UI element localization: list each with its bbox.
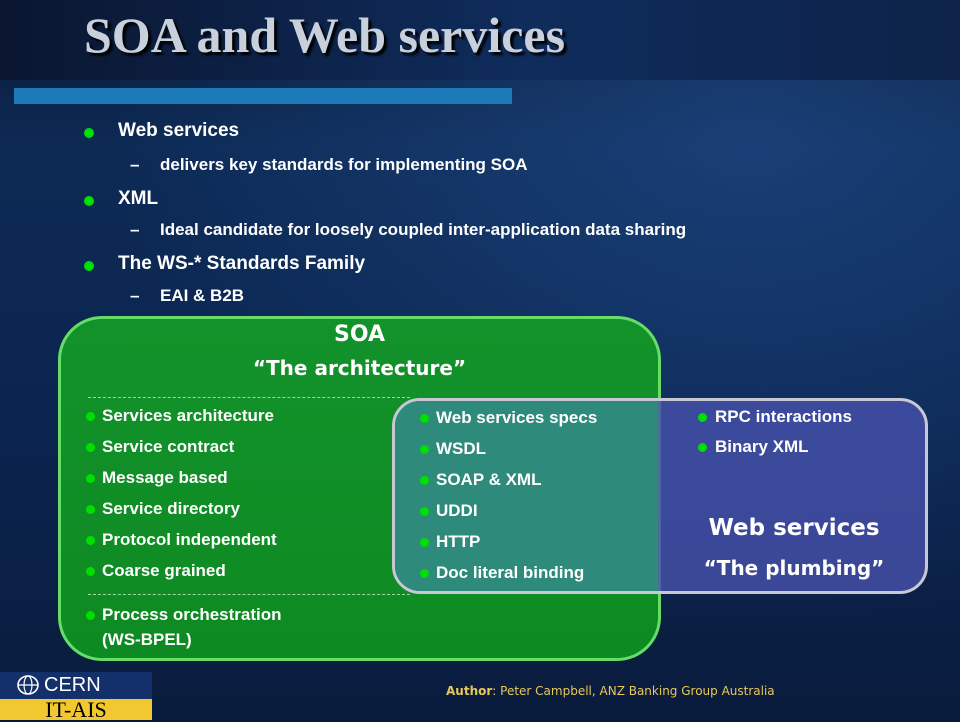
sub-bullet-item: delivers key standards for implementing … [160, 155, 528, 174]
overlap-item: WSDL [436, 439, 487, 458]
author-label: Author [446, 684, 493, 698]
bullet-dot [698, 443, 707, 452]
cern-logo-text: CERN [44, 674, 101, 696]
bullet-item: Web services [118, 120, 240, 141]
sub-bullet-item: EAI & B2B [160, 286, 245, 305]
dash-marker: – [130, 155, 140, 174]
cern-logo-icon [17, 675, 39, 695]
overlap-item: SOAP & XML [436, 470, 542, 489]
bullet-dot [86, 505, 95, 514]
bullet-dot [420, 414, 429, 423]
soa-item: Message based [102, 468, 228, 487]
overlap-region [395, 401, 658, 591]
ws-item: RPC interactions [715, 407, 852, 426]
overlap-item: Web services specs [436, 408, 598, 427]
dashed-divider [88, 594, 410, 595]
sub-bullet-item: Ideal candidate for loosely coupled inte… [160, 220, 687, 239]
author-text: : Peter Campbell, ANZ Banking Group Aust… [492, 684, 775, 698]
ws-title: Web services [708, 515, 880, 541]
bullet-dot [86, 443, 95, 452]
bullet-dot [84, 196, 94, 206]
ws-item: Binary XML [715, 437, 809, 456]
slide-title: SOA and Web services [84, 7, 566, 63]
bullet-item: The WS-* Standards Family [118, 253, 366, 274]
bullet-dot [420, 538, 429, 547]
soa-item: Coarse grained [102, 561, 226, 580]
ws-subtitle: “The plumbing” [703, 556, 885, 580]
title-accent-bar [14, 88, 512, 104]
bullet-dot [420, 569, 429, 578]
bullet-dot [86, 536, 95, 545]
bullet-dot [420, 507, 429, 516]
bullet-dot [420, 476, 429, 485]
dash-marker: – [130, 286, 140, 305]
bullet-dot [420, 445, 429, 454]
soa-item: Service directory [102, 499, 240, 518]
soa-title: SOA [334, 322, 385, 347]
soa-item: Protocol independent [102, 530, 277, 549]
dash-marker: – [130, 220, 140, 239]
soa-item-orchestration: Process orchestration [102, 605, 282, 624]
author-credit: Author: Peter Campbell, ANZ Banking Grou… [446, 684, 775, 698]
dashed-divider [88, 397, 410, 398]
overlap-item: HTTP [436, 532, 481, 551]
bullet-dot [84, 261, 94, 271]
title-band [0, 0, 960, 80]
overlap-item: Doc literal binding [436, 563, 585, 582]
bullet-dot [84, 128, 94, 138]
soa-item: Services architecture [102, 406, 274, 425]
bullet-dot [86, 474, 95, 483]
bullet-dot [86, 611, 95, 620]
bullet-dot [698, 413, 707, 422]
bullet-dot [86, 567, 95, 576]
department-label: IT-AIS [0, 699, 152, 721]
soa-item: Service contract [102, 437, 235, 456]
soa-item-orchestration-note: (WS-BPEL) [102, 630, 192, 649]
bullet-item: XML [118, 188, 159, 209]
bullet-dot [86, 412, 95, 421]
overlap-item: UDDI [436, 501, 478, 520]
soa-subtitle: “The architecture” [252, 356, 467, 380]
